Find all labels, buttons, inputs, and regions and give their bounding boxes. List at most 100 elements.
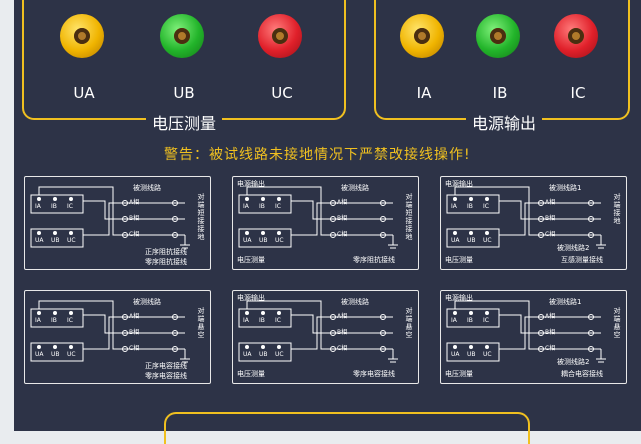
phase-label-1: A相 xyxy=(129,199,140,206)
ub-jack[interactable] xyxy=(160,14,204,58)
terminal-label-ua: UA xyxy=(243,351,252,358)
diagram-remote-end: 对端悬空 xyxy=(197,307,205,339)
diagram-line-label: 被测线路1 xyxy=(549,298,582,306)
terminal-label-ub: UB xyxy=(51,351,60,358)
terminal-label-ia: IA xyxy=(451,203,457,210)
diagram-wiring-label-2: 零序阻抗接线 xyxy=(145,258,187,266)
terminal-label-ia: IA xyxy=(451,317,457,324)
wiring-diagram-6: 电源输出被测线路1 被测线路2 对端悬空电压测量 耦合电容接线 IA IB IC UA UB UC… xyxy=(440,290,627,384)
diagram-header: 电源输出 xyxy=(445,294,473,302)
wiring-schematic xyxy=(446,186,606,249)
diagram-line-label: 被测线路1 xyxy=(549,184,582,192)
ub-label: UB xyxy=(173,84,195,102)
terminal-label-ia: IA xyxy=(243,203,249,210)
terminal-label-uc: UC xyxy=(483,351,492,358)
ic-jack[interactable] xyxy=(554,14,598,58)
diagram-wiring-label: 正序电容接线 xyxy=(145,362,187,370)
diagram-header: 电源输出 xyxy=(445,180,473,188)
terminal-label-ib: IB xyxy=(259,317,265,324)
diagram-line2-label: 被测线路2 xyxy=(557,244,590,252)
diagram-voltage-label: 电压测量 xyxy=(445,370,473,378)
diagram-wiring-label-2: 零序电容接线 xyxy=(145,372,187,380)
diagram-remote-end: 对端悬空 xyxy=(613,307,621,339)
terminal-label-ic: IC xyxy=(275,203,281,210)
wiring-schematic xyxy=(30,300,190,363)
diagram-remote-end: 对端短接接地 xyxy=(197,193,205,241)
terminal-label-ub: UB xyxy=(467,237,476,244)
phase-label-2: B相 xyxy=(545,215,556,222)
terminal-label-ub: UB xyxy=(467,351,476,358)
phase-label-1: A相 xyxy=(337,313,348,320)
diagram-line-label: 被测线路 xyxy=(133,184,161,192)
ia-jack[interactable] xyxy=(400,14,444,58)
diagram-wiring-label: 耦合电容接线 xyxy=(561,370,603,378)
phase-label-2: B相 xyxy=(545,329,556,336)
diagram-remote-end: 对端短接接地 xyxy=(405,193,413,241)
phase-label-1: A相 xyxy=(545,313,556,320)
diagram-line-label: 被测线路 xyxy=(133,298,161,306)
ua-label: UA xyxy=(73,84,95,102)
terminal-label-ia: IA xyxy=(35,203,41,210)
wiring-diagram-2: 电源输出被测线路对端短接接地电压测量 零序阻抗接线 IA IB IC UA UB UC A相 B相… xyxy=(232,176,419,270)
terminal-label-ua: UA xyxy=(35,237,44,244)
diagram-remote-end: 对端接地 xyxy=(613,193,621,225)
diagram-header: 电源输出 xyxy=(237,180,265,188)
terminal-label-ua: UA xyxy=(35,351,44,358)
diagram-voltage-label: 电压测量 xyxy=(445,256,473,264)
diagram-line-label: 被测线路 xyxy=(341,184,369,192)
diagram-voltage-label: 电压测量 xyxy=(237,256,265,264)
diagram-header: 电源输出 xyxy=(237,294,265,302)
terminal-label-ua: UA xyxy=(451,237,460,244)
terminal-label-ib: IB xyxy=(467,317,473,324)
terminal-label-ua: UA xyxy=(243,237,252,244)
phase-label-2: B相 xyxy=(129,215,140,222)
diagram-wiring-label: 互感测量接线 xyxy=(561,256,603,264)
diagram-wiring-label: 正序阻抗接线 xyxy=(145,248,187,256)
terminal-label-ub: UB xyxy=(259,237,268,244)
terminal-label-uc: UC xyxy=(275,351,284,358)
terminal-label-ib: IB xyxy=(51,317,57,324)
diagram-remote-end: 对端悬空 xyxy=(405,307,413,339)
terminal-label-ib: IB xyxy=(51,203,57,210)
ib-label: IB xyxy=(492,84,508,102)
phase-label-1: A相 xyxy=(337,199,348,206)
terminal-label-ib: IB xyxy=(467,203,473,210)
phase-label-2: B相 xyxy=(129,329,140,336)
terminal-label-ub: UB xyxy=(259,351,268,358)
wiring-schematic xyxy=(238,186,398,249)
warning-text: 警告：被试线路未接地情况下严禁改接线操作! xyxy=(164,147,471,163)
terminal-label-ua: UA xyxy=(451,351,460,358)
voltage-group-title: 电压测量 xyxy=(146,110,223,134)
diagram-wiring-label: 零序阻抗接线 xyxy=(353,256,395,264)
phase-label-3: C相 xyxy=(337,345,348,352)
source-group-title: 电源输出 xyxy=(466,110,543,134)
phase-label-2: B相 xyxy=(337,215,348,222)
terminal-label-ic: IC xyxy=(67,317,73,324)
terminal-label-ic: IC xyxy=(483,317,489,324)
wiring-schematic xyxy=(446,300,606,363)
terminal-label-ia: IA xyxy=(35,317,41,324)
wiring-schematic xyxy=(238,300,398,363)
terminal-label-ib: IB xyxy=(259,203,265,210)
bottom-frame xyxy=(164,412,530,444)
ua-jack[interactable] xyxy=(60,14,104,58)
diagram-line2-label: 被测线路2 xyxy=(557,358,590,366)
phase-label-3: C相 xyxy=(129,231,140,238)
ic-label: IC xyxy=(570,84,586,102)
terminal-label-uc: UC xyxy=(275,237,284,244)
phase-label-2: B相 xyxy=(337,329,348,336)
wiring-schematic xyxy=(30,186,190,249)
ia-label: IA xyxy=(416,84,432,102)
terminal-label-ic: IC xyxy=(275,317,281,324)
uc-jack[interactable] xyxy=(258,14,302,58)
terminal-label-ub: UB xyxy=(51,237,60,244)
ib-jack[interactable] xyxy=(476,14,520,58)
phase-label-3: C相 xyxy=(129,345,140,352)
terminal-label-ia: IA xyxy=(243,317,249,324)
diagram-line-label: 被测线路 xyxy=(341,298,369,306)
instrument-panel: 电压测量 UA UB UC 电源输出 IA IB IC 警告：被试线路未接地情况… xyxy=(14,0,641,444)
phase-label-1: A相 xyxy=(545,199,556,206)
